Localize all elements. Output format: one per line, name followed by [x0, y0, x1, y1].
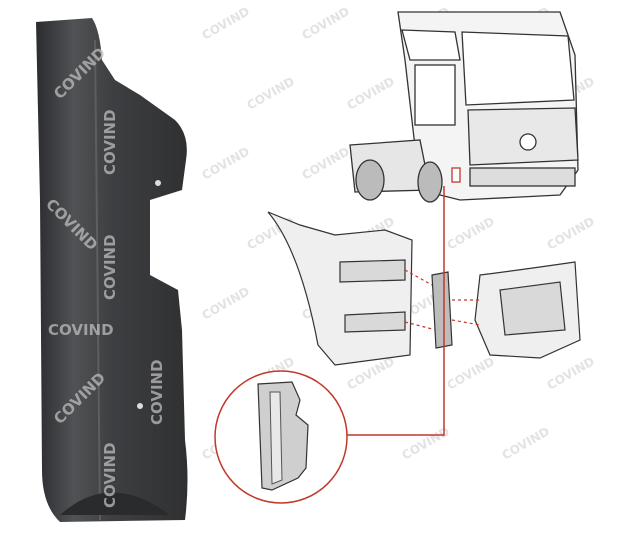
watermark-text: COVIND [200, 144, 252, 182]
watermark-text: COVIND [148, 359, 166, 425]
detail-callout [214, 186, 445, 504]
watermark-text: COVIND [345, 74, 397, 112]
watermark-text: COVIND [300, 4, 352, 42]
step-assembly-drawing [267, 211, 581, 366]
watermark-text: COVIND [101, 234, 119, 300]
watermark-text: COVIND [300, 144, 352, 182]
watermark-text: COVIND [200, 4, 252, 42]
watermark-text: COVIND [245, 74, 297, 112]
watermark-text: COVIND [48, 321, 114, 339]
watermark-text: COVIND [101, 109, 119, 175]
watermark-text: COVIND [101, 442, 119, 508]
watermark-text: COVIND [545, 354, 597, 392]
truck-line-drawing [349, 11, 579, 203]
watermark-text: COVIND [545, 214, 597, 252]
watermark-text: COVIND [200, 284, 252, 322]
watermark-text: COVIND [500, 424, 552, 462]
watermark-text: COVIND [445, 214, 497, 252]
watermark-text: COVIND [445, 354, 497, 392]
